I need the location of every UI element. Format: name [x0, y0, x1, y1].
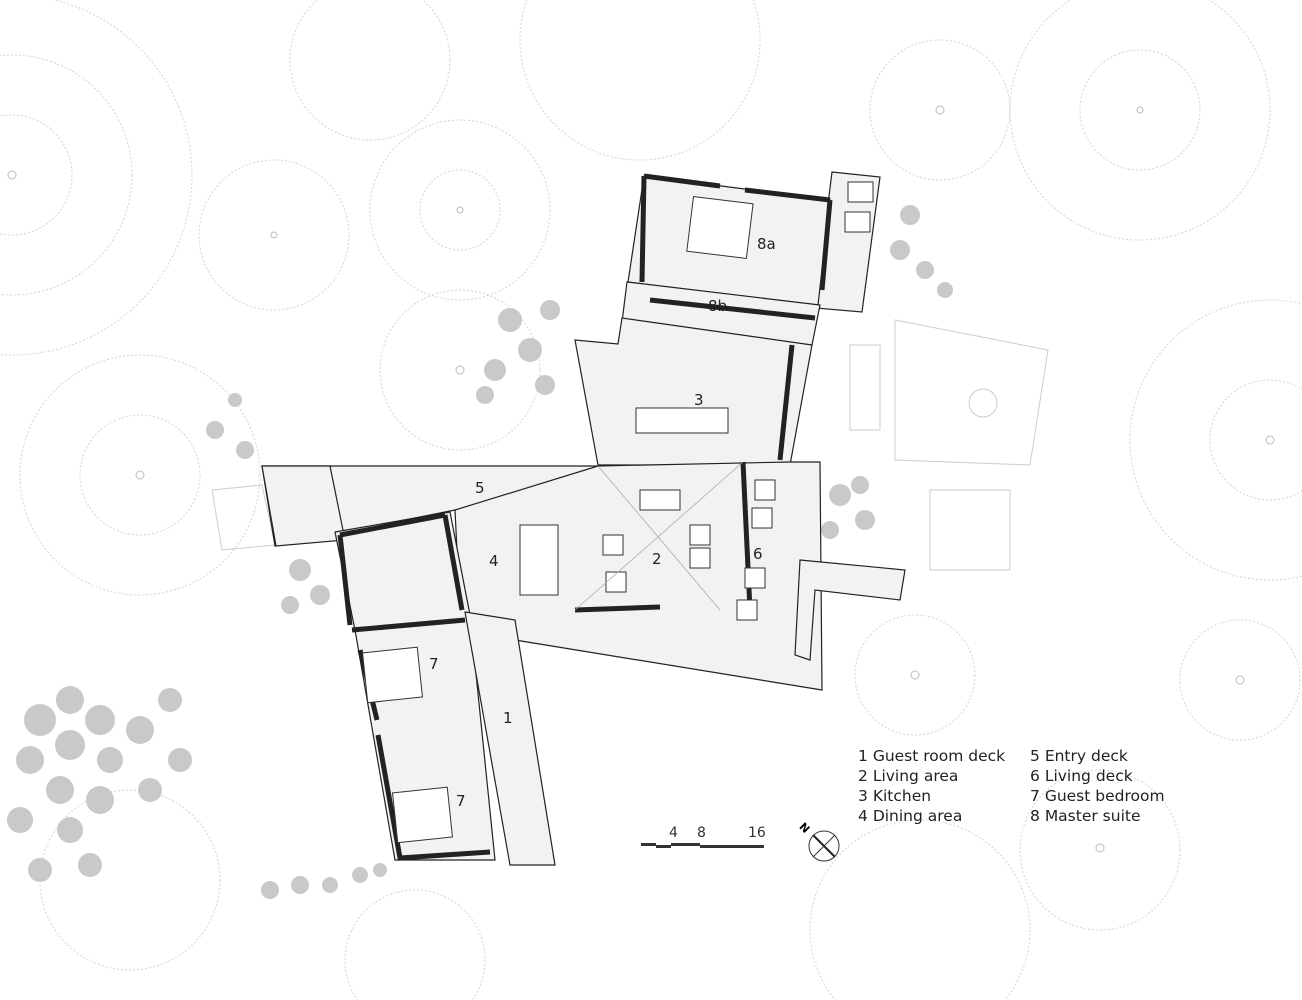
scale-tick: 8 [697, 825, 706, 841]
stair-west [261, 465, 346, 547]
legend-item: 1 Guest room deck [858, 747, 1006, 765]
room-label-8b: 8b [708, 297, 727, 315]
north-arrow-icon: N [797, 820, 840, 862]
tree-clusters [7, 205, 953, 899]
legend-item: 4 Dining area [858, 807, 963, 825]
legend-item: 7 Guest bedroom [1030, 787, 1165, 805]
legend-item: 5 Entry deck [1030, 747, 1128, 765]
room-label-6: 6 [753, 545, 763, 563]
room-label-2: 2 [652, 550, 662, 568]
scale-tick: 16 [748, 825, 766, 841]
legend-right: 5 Entry deck 6 Living deck 7 Guest bedro… [1030, 746, 1165, 826]
kitchen [574, 317, 813, 466]
svg-text:N: N [797, 820, 813, 836]
room-label-7: 7 [429, 655, 439, 673]
scale-bar: 4 8 16 [641, 825, 766, 848]
east-stair [794, 559, 906, 661]
legend-left: 1 Guest room deck 2 Living area 3 Kitche… [858, 746, 1005, 826]
furniture [361, 181, 874, 844]
room-label-7: 7 [456, 792, 466, 810]
room-label-8a: 8a [757, 235, 776, 253]
floor-areas [261, 171, 906, 866]
legend-item: 8 Master suite [1030, 807, 1141, 825]
room-label-3: 3 [694, 391, 704, 409]
legend-item: 3 Kitchen [858, 787, 932, 805]
legend-item: 6 Living deck [1030, 767, 1133, 785]
legend-item: 2 Living area [858, 767, 959, 785]
room-label-5: 5 [475, 479, 485, 497]
room-label-1: 1 [503, 709, 513, 727]
room-label-4: 4 [489, 552, 499, 570]
guest-deck [464, 611, 556, 866]
scale-tick: 4 [669, 825, 678, 841]
